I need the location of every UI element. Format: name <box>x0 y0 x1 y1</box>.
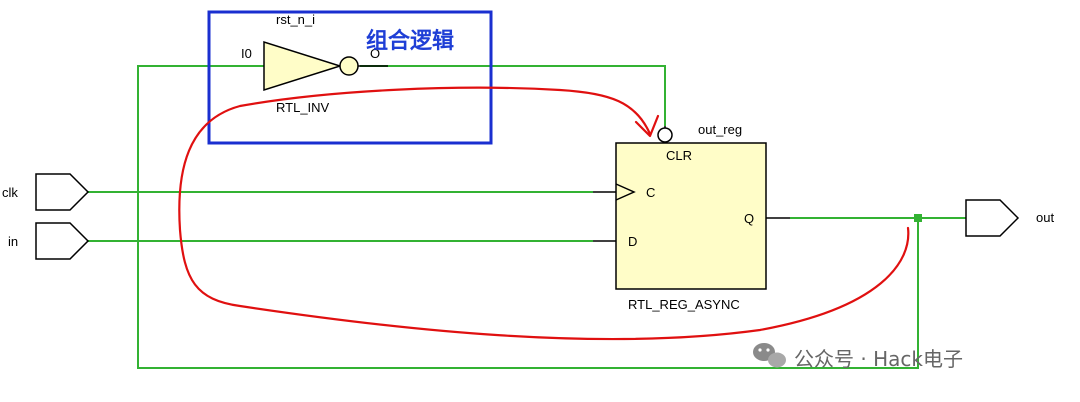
register-type-label: RTL_REG_ASYNC <box>628 297 740 312</box>
watermark: 公众号 · Hack电子 <box>753 343 963 371</box>
register-instance-label: out_reg <box>698 122 742 137</box>
net-junction <box>914 214 922 222</box>
clr-bubble <box>657 127 673 143</box>
inverter-output-pin: O <box>370 46 380 61</box>
register-clk-pin: C <box>646 185 655 200</box>
inverter-type-label: RTL_INV <box>276 100 330 115</box>
wires <box>88 65 966 369</box>
combinational-logic-label: 组合逻辑 <box>366 28 454 54</box>
combinational-logic-box <box>207 10 493 145</box>
register-body <box>615 142 767 290</box>
inverter-cell[interactable]: rst_n_i I0 O RTL_INV <box>241 12 388 115</box>
inverter-input-pin: I0 <box>241 46 252 61</box>
port-out[interactable]: out <box>965 199 1054 237</box>
red-arrowhead <box>634 114 660 138</box>
port-out-label: out <box>1036 210 1054 225</box>
register-q-pin: Q <box>744 211 754 226</box>
inverter-bubble <box>339 56 359 76</box>
inverter-instance-label: rst_n_i <box>276 12 315 27</box>
watermark-text: 公众号 · Hack电子 <box>794 347 963 371</box>
register-d-pin: D <box>628 234 637 249</box>
port-clk[interactable]: clk <box>2 173 90 211</box>
register-clr-pin: CLR <box>666 148 692 163</box>
red-loop-scribble <box>178 86 910 341</box>
feedback-wire <box>137 65 919 369</box>
port-in-label: in <box>8 234 18 249</box>
wechat-icon <box>753 343 786 368</box>
clock-triangle-icon <box>615 183 636 201</box>
inverter-triangle <box>263 40 343 92</box>
port-clk-label: clk <box>2 185 18 200</box>
inv-to-clr-wire <box>360 65 666 126</box>
register-cell[interactable]: out_reg CLR C D Q RTL_REG_ASYNC <box>593 122 790 312</box>
port-in[interactable]: in <box>8 222 90 260</box>
